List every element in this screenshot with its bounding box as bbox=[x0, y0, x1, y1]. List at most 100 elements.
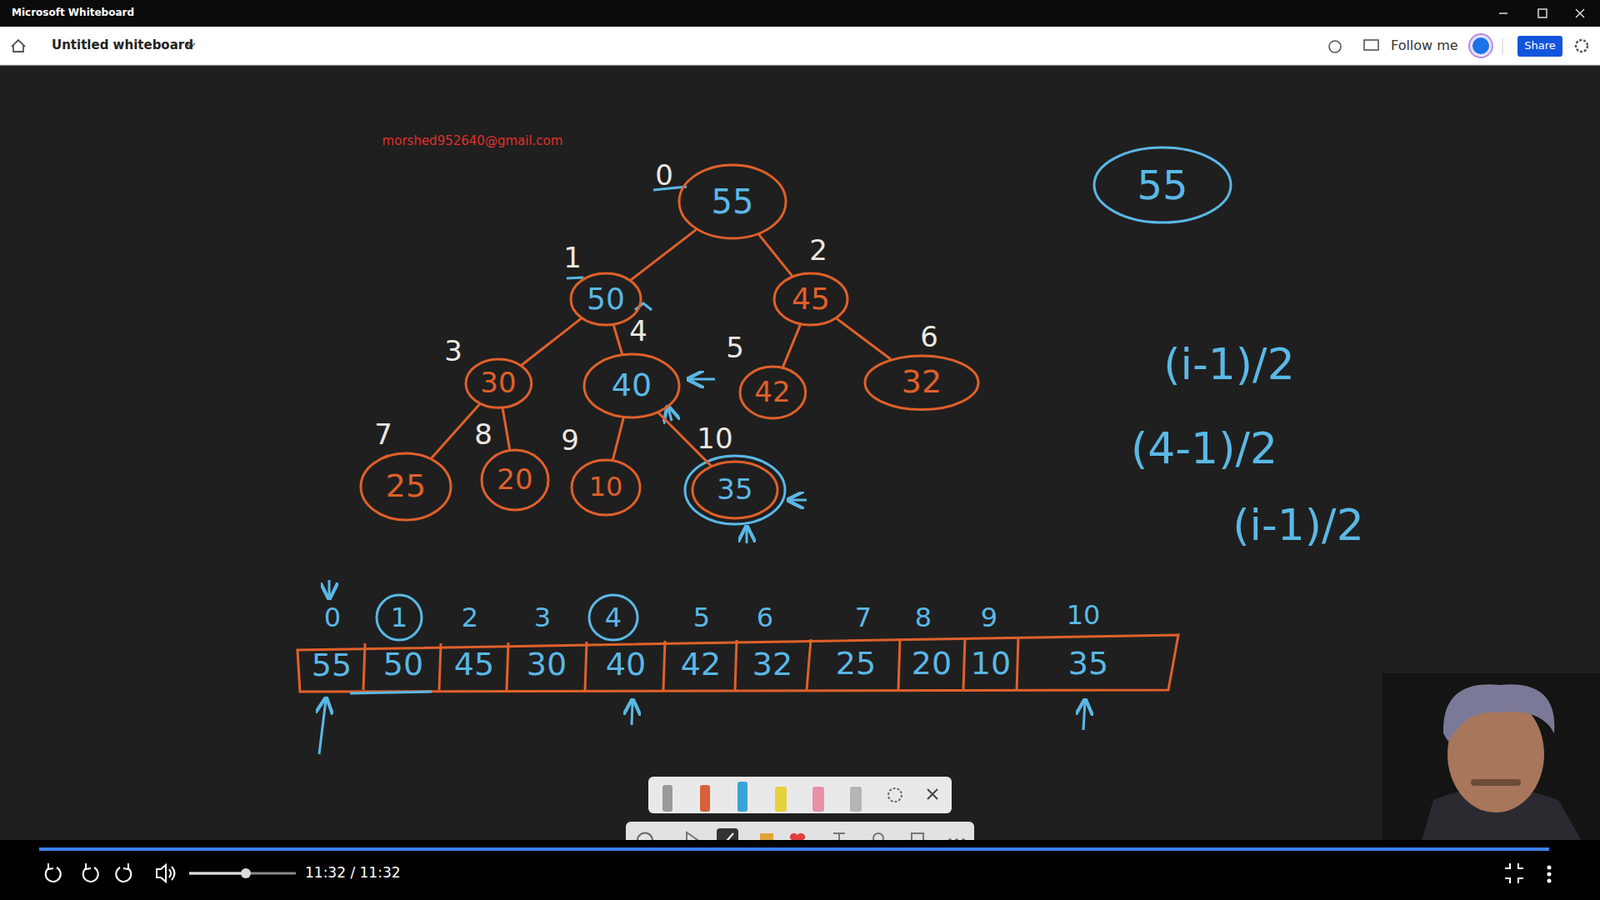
tree-edge bbox=[783, 325, 800, 367]
menu-icon bbox=[1547, 865, 1552, 884]
pen-tray bbox=[648, 776, 952, 814]
heap-node: 25 bbox=[359, 451, 453, 522]
app-toolbar bbox=[0, 26, 1600, 65]
tree-edge bbox=[431, 405, 480, 458]
node-value: 40 bbox=[611, 368, 652, 404]
array-index: 2 bbox=[461, 602, 479, 634]
array-value: 30 bbox=[526, 646, 567, 684]
tree-edge bbox=[613, 418, 624, 459]
heap-node: 35 bbox=[690, 460, 780, 520]
array-value: 50 bbox=[383, 646, 424, 684]
tree-edge bbox=[522, 319, 581, 365]
pointer-arrow bbox=[668, 408, 672, 421]
array-index: 5 bbox=[693, 602, 710, 634]
heap-node: 42 bbox=[738, 365, 808, 420]
heap-node: 20 bbox=[480, 448, 550, 512]
array-value: 10 bbox=[970, 645, 1011, 683]
timer-icon bbox=[1329, 40, 1341, 53]
presenter-video bbox=[1382, 673, 1600, 859]
heap-node: 45 bbox=[772, 271, 850, 327]
array-value: 32 bbox=[752, 646, 793, 684]
board-name: Untitled whiteboard bbox=[51, 38, 194, 53]
node-value: 10 bbox=[589, 472, 624, 502]
index-number: 10 bbox=[696, 422, 733, 455]
formula: (4-1)/2 bbox=[1130, 424, 1278, 475]
heap-node: 55 bbox=[677, 163, 788, 240]
share-button-text: Share bbox=[1524, 40, 1556, 53]
exit-fullscreen-icon bbox=[1505, 863, 1524, 884]
array-value: 40 bbox=[605, 646, 646, 684]
underline-stroke bbox=[566, 277, 584, 279]
avatar bbox=[1472, 37, 1490, 55]
pointer-arrow bbox=[690, 378, 715, 381]
avatar-ring bbox=[1469, 34, 1493, 58]
title-bar bbox=[0, 0, 1600, 27]
node-value: 55 bbox=[1136, 163, 1188, 208]
node-value: 20 bbox=[496, 464, 533, 495]
index-number: 2 bbox=[809, 234, 828, 267]
array-index: 1 bbox=[390, 602, 408, 634]
array-index: 0 bbox=[324, 602, 341, 634]
array-value: 20 bbox=[911, 645, 952, 683]
value-circle: 55 bbox=[1092, 145, 1233, 225]
progress-track bbox=[39, 847, 1550, 851]
index-number: 7 bbox=[374, 418, 393, 451]
heap-node: 10 bbox=[570, 458, 642, 517]
node-value: 55 bbox=[711, 183, 755, 220]
array-index: 8 bbox=[915, 602, 932, 634]
node-value: 50 bbox=[586, 282, 625, 316]
formula: (i-1)/2 bbox=[1163, 340, 1295, 390]
node-value: 42 bbox=[754, 376, 790, 408]
underline-stroke bbox=[350, 691, 432, 694]
volume-handle bbox=[240, 868, 251, 879]
array-index: 6 bbox=[756, 602, 774, 634]
watermark: morshed952640@gmail.com bbox=[382, 134, 564, 149]
index-number: 8 bbox=[474, 418, 493, 451]
node-value: 45 bbox=[791, 282, 830, 316]
toolbar-border bbox=[0, 65, 1600, 66]
array-index: 4 bbox=[605, 602, 622, 634]
index-ring bbox=[589, 595, 638, 640]
heap-node: 32 bbox=[863, 354, 980, 412]
pointer-arrow bbox=[745, 528, 749, 544]
pointer-arrow bbox=[631, 701, 633, 725]
array-index: 7 bbox=[855, 602, 872, 634]
tree-edge bbox=[837, 319, 890, 359]
array-value: 55 bbox=[311, 647, 352, 685]
index-number: 1 bbox=[563, 241, 582, 275]
array-value: 45 bbox=[454, 646, 495, 684]
node-value: 25 bbox=[385, 469, 426, 505]
pen-icons bbox=[662, 781, 938, 812]
settings-icon bbox=[1575, 40, 1588, 52]
array-dividers bbox=[363, 636, 1019, 690]
highlight-ring bbox=[685, 455, 785, 525]
heap-node: 30 bbox=[464, 357, 534, 410]
pointer-arrow bbox=[1083, 701, 1085, 730]
share-button bbox=[1517, 35, 1563, 57]
pointer-arrow bbox=[790, 499, 807, 502]
index-number: 6 bbox=[920, 320, 939, 354]
index-ring bbox=[376, 595, 422, 640]
index-number: 9 bbox=[560, 424, 580, 457]
tree-edge bbox=[631, 230, 696, 280]
tree-edge bbox=[759, 235, 792, 275]
array-index: 10 bbox=[1066, 600, 1101, 631]
array-index: 9 bbox=[980, 602, 998, 634]
array-index: 3 bbox=[534, 602, 551, 634]
formula: (i-1)/2 bbox=[1232, 500, 1364, 551]
node-value: 35 bbox=[716, 474, 753, 505]
present-icon bbox=[1364, 40, 1379, 50]
pointer-arrow bbox=[328, 580, 331, 597]
video-time: 11:32 / 11:32 bbox=[305, 865, 401, 882]
array-value: 42 bbox=[680, 646, 721, 684]
video-controls bbox=[0, 840, 1600, 900]
array-outline bbox=[297, 635, 1179, 692]
separator bbox=[1502, 38, 1504, 55]
index-number: 4 bbox=[629, 315, 648, 348]
index-number: 5 bbox=[725, 331, 745, 365]
array-value: 25 bbox=[835, 645, 876, 683]
toolbar-button: Follow me bbox=[1390, 38, 1459, 54]
